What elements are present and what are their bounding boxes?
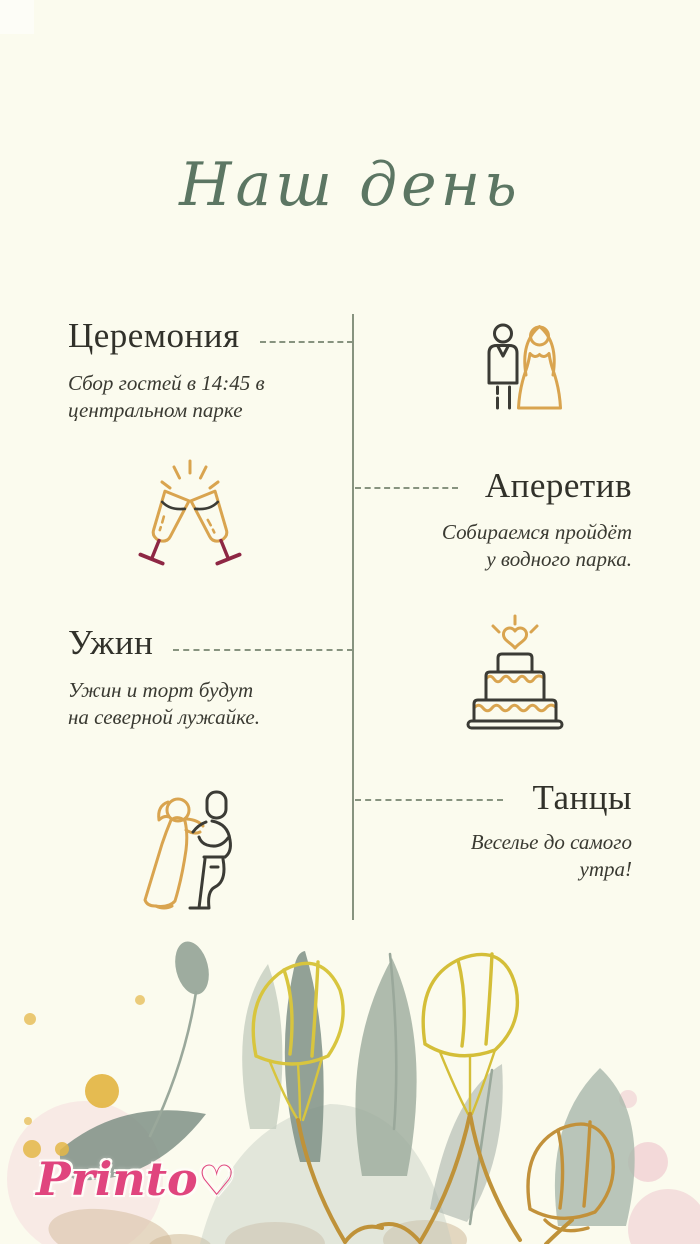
corner-highlight: [0, 0, 34, 34]
printo-logo-text: Printo: [36, 1152, 198, 1206]
champagne-glasses-icon: [138, 459, 242, 566]
floral-watercolor-art: [7, 941, 700, 1244]
printo-logo: Printo♡: [36, 1152, 235, 1206]
event-desc-ceremony: Сбор гостей в 14:45 в центральном парке: [68, 371, 265, 422]
connector-dash: [355, 487, 458, 489]
dancing-couple-icon: [143, 790, 232, 910]
event-desc-dancing: Веселье до самого утра!: [470, 830, 632, 881]
connector-dash: [260, 341, 353, 343]
wedding-cake-icon: [466, 614, 564, 730]
timeline-line: [352, 314, 354, 920]
event-desc-dinner: Ужин и торт будут на северной лужайке.: [68, 678, 260, 729]
connector-dash: [355, 799, 503, 801]
event-title-aperitif: Аперетив: [484, 466, 632, 505]
event-title-dinner: Ужин: [68, 623, 154, 662]
heart-icon: ♡: [197, 1156, 236, 1205]
page-title: Наш день: [179, 150, 521, 220]
bride-groom-icon: [487, 323, 562, 410]
event-desc-aperitif: Собираемся пройдёт у водного парка.: [441, 520, 632, 571]
event-title-ceremony: Церемония: [68, 316, 240, 355]
event-title-dancing: Танцы: [532, 778, 632, 817]
connector-dash: [173, 649, 353, 651]
